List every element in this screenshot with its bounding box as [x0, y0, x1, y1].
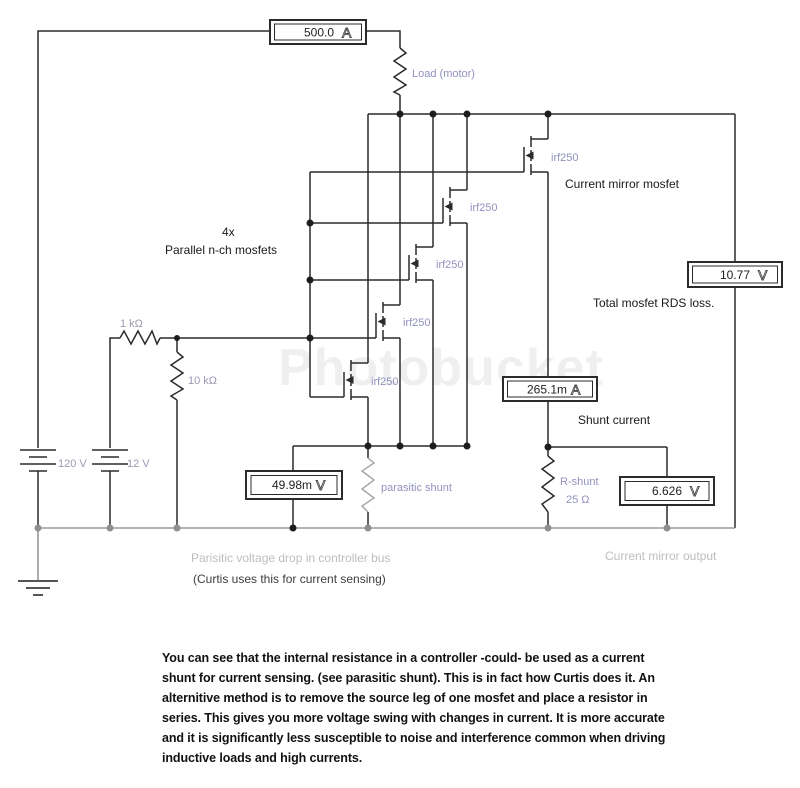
ammeter-load[interactable]: 500.0 A	[269, 19, 367, 45]
ground-bus	[37, 527, 735, 580]
annotation-curtis-note: (Curtis uses this for current sensing)	[193, 572, 386, 586]
annotation-shunt-current: Shunt current	[578, 413, 651, 427]
ammeter-load-value: 500.0	[304, 26, 334, 40]
voltmeter-mirror-output[interactable]: 6.626 V	[619, 476, 715, 506]
ground-symbol	[18, 580, 58, 596]
label-r1: 1 kΩ	[120, 318, 143, 330]
voltmeter-mirror-unit: V	[690, 483, 700, 499]
annotation-parasitic-note: Parisitic voltage drop in controller bus	[191, 551, 390, 565]
ammeter-shunt-current[interactable]: 265.1m A	[502, 376, 598, 402]
label-r-shunt-value: 25 Ω	[566, 494, 590, 506]
ammeter-shunt-unit: A	[571, 382, 581, 398]
wires	[37, 30, 736, 528]
mosfet-arrow	[345, 376, 354, 384]
annotation-total-rds: Total mosfet RDS loss.	[593, 296, 714, 310]
annotation-current-mirror: Current mirror mosfet	[565, 177, 680, 191]
description-paragraph: You can see that the internal resistance…	[162, 651, 666, 765]
resistor-parasitic-shunt[interactable]	[360, 457, 376, 513]
label-irf250-m1: irf250	[470, 202, 498, 214]
circuit-schematic: 500.0 A 10.77 V 265.1m A 49.98m V 6.626 …	[18, 19, 783, 596]
resistor-r-shunt[interactable]	[540, 455, 556, 513]
label-load: Load (motor)	[412, 68, 475, 80]
voltmeter-parasitic-value: 49.98m	[272, 478, 312, 492]
voltmeter-rds-unit: V	[758, 267, 768, 283]
voltmeter-rds-loss[interactable]: 10.77 V	[687, 261, 783, 288]
battery-120v[interactable]	[20, 449, 56, 472]
mosfet-arrows	[345, 151, 534, 384]
voltmeter-rds-value: 10.77	[720, 268, 750, 282]
mosfet-arrow	[410, 259, 419, 268]
annotation-parallel: Parallel n-ch mosfets	[165, 243, 277, 257]
label-irf250-mirror: irf250	[551, 152, 579, 164]
annotation-mirror-output: Current mirror output	[605, 549, 717, 563]
label-irf250-m3: irf250	[403, 317, 431, 329]
voltmeter-parasitic-unit: V	[316, 477, 326, 493]
junction-dots	[174, 110, 552, 532]
battery-12v[interactable]	[92, 449, 128, 472]
ammeter-load-unit: A	[342, 25, 352, 41]
label-r-shunt-name: R-shunt	[560, 476, 599, 488]
voltmeter-parasitic-drop[interactable]: 49.98m V	[245, 470, 343, 500]
resistor-1k[interactable]	[119, 329, 161, 346]
voltmeter-mirror-value: 6.626	[652, 484, 682, 498]
ground-junction-dots	[34, 524, 671, 532]
annotation-4x: 4x	[222, 225, 235, 239]
resistor-load[interactable]	[392, 47, 408, 96]
label-irf250-m4: irf250	[371, 376, 399, 388]
mosfet-arrow	[444, 202, 453, 211]
label-v1: 120 V	[58, 458, 87, 470]
ammeter-shunt-value: 265.1m	[527, 383, 567, 397]
label-parasitic-shunt: parasitic shunt	[381, 482, 452, 494]
label-irf250-m2: irf250	[436, 259, 464, 271]
label-v2: 12 V	[127, 458, 150, 470]
label-r2: 10 kΩ	[188, 375, 217, 387]
mosfet-arrow	[525, 151, 534, 160]
mosfet-arrow	[377, 317, 386, 326]
resistor-10k[interactable]	[169, 351, 185, 401]
